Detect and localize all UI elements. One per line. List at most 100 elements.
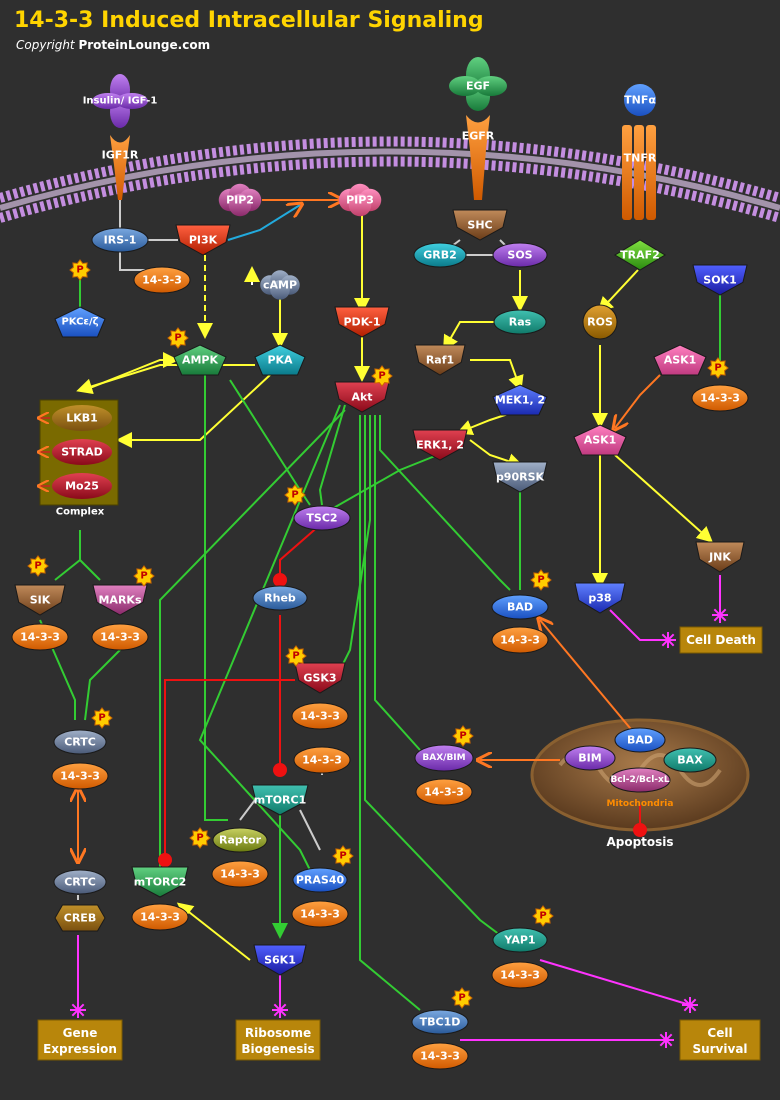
tnfr-label: TNFR — [624, 152, 657, 165]
edge-marks-crtc — [84, 649, 121, 721]
node-mek12-label: MEK1, 2 — [495, 394, 545, 407]
node-p38: p38 — [574, 582, 626, 614]
edge-akt-tsc2 — [318, 404, 346, 506]
node-bad: BAD — [491, 594, 549, 620]
edge-traf2-ros — [597, 269, 639, 313]
protein-14-3-3-label: 14-3-3 — [700, 392, 740, 405]
node-gsk3-label: GSK3 — [303, 672, 336, 685]
phospho-badge: P — [707, 357, 729, 379]
apoptosis-label: Apoptosis — [606, 835, 673, 849]
protein-14-3-3-label: 14-3-3 — [424, 786, 464, 799]
node-creb: CREB — [54, 904, 106, 932]
edge-mtorc1-pras40 — [299, 809, 321, 851]
phospho-badge: P — [27, 555, 49, 577]
node-ampk-label: AMPK — [182, 354, 219, 367]
node-bax: BAX — [663, 747, 717, 773]
outcome-cell-death: Cell Death — [679, 626, 763, 654]
node-traf2: TRAF2 — [614, 239, 666, 271]
nodes: Insulin/ IGF-1IGF1REGFEGFRTNFαTNFRIRS-11… — [11, 57, 763, 1070]
edge-p38-death — [609, 609, 660, 641]
tnfa-label: TNFα — [624, 94, 656, 107]
edge-tsc2-rheb — [273, 524, 321, 587]
phospho-badge: P — [69, 259, 91, 281]
edge-ampk-raptor — [204, 375, 228, 821]
mo25-label: Mo25 — [65, 480, 99, 493]
outcome-cell-death-label: Cell Death — [686, 633, 756, 647]
node-bax-bim-label: BAX/BIM — [422, 753, 465, 763]
copyright-prefix: Copyright — [16, 38, 75, 52]
edge-ras-raf1 — [443, 321, 496, 352]
node-ras-label: Ras — [509, 316, 532, 329]
node-yap1: YAP1 — [492, 927, 548, 953]
ribo-star — [272, 1002, 288, 1018]
node-p90rsk: p90RSK — [492, 461, 548, 493]
node-grb2: GRB2 — [413, 242, 467, 268]
phospho-label: P — [459, 731, 466, 742]
node-sok1: SOK1 — [692, 264, 748, 296]
phospho-badge: P — [133, 565, 155, 587]
edge-ask1-ask1 — [615, 374, 661, 428]
node-bad-label: BAD — [507, 601, 533, 614]
outcome-ribosome-biogenesis-line1: Ribosome — [245, 1026, 311, 1040]
protein-14-3-3-label: 14-3-3 — [100, 631, 140, 644]
node-ampk: AMPK — [173, 344, 227, 376]
node-tbc1d: TBC1D — [411, 1009, 469, 1035]
node-sos: SOS — [492, 242, 548, 268]
node-mtorc1-label: mTORC1 — [254, 794, 307, 807]
phospho-label: P — [539, 911, 546, 922]
igf1r-label: IGF1R — [102, 149, 139, 162]
node-pka: PKA — [254, 344, 306, 376]
node-ros-label: ROS — [587, 316, 613, 329]
phospho-badge: P — [167, 327, 189, 349]
phospho-label: P — [174, 333, 181, 344]
edge-bad-translocation — [540, 620, 641, 741]
phospho-badge: P — [530, 569, 552, 591]
node-shc-label: SHC — [467, 219, 492, 232]
edge-gsk3-mtorc2 — [158, 679, 295, 867]
protein-14-3-3-label: 14-3-3 — [420, 1050, 460, 1063]
protein-14-3-3-label: 14-3-3 — [302, 754, 342, 767]
node-pka-label: PKA — [267, 354, 293, 367]
outcome-ribosome-biogenesis-line2: Biogenesis — [241, 1042, 314, 1056]
insulin-ligand: Insulin/ IGF-1 — [83, 74, 158, 128]
protein-14-3-3-label: 14-3-3 — [500, 969, 540, 982]
phospho-label: P — [714, 363, 721, 374]
edge-pka-strad — [116, 374, 271, 448]
node-erk12: ERK1, 2 — [412, 429, 468, 461]
node-pip2-label: PIP2 — [226, 194, 254, 207]
node-sik: SIK — [14, 584, 66, 616]
node-sok1-label: SOK1 — [703, 274, 736, 287]
phospho-badge: P — [451, 987, 473, 1009]
node-p90rsk-label: p90RSK — [496, 471, 545, 484]
phospho-badge: P — [452, 725, 474, 747]
irs1-14-3-3: 14-3-3 — [133, 266, 191, 294]
phospho-badge: P — [532, 905, 554, 927]
igf1r-receptor: IGF1R — [102, 135, 139, 200]
tnfa-ligand: TNFα — [624, 84, 656, 116]
node-bim: BIM — [564, 745, 616, 771]
yap1-14-3-3: 14-3-3 — [491, 961, 549, 989]
node-raptor-label: Raptor — [219, 834, 262, 847]
phospho-label: P — [196, 833, 203, 844]
node-ask1: ASK1 — [573, 424, 627, 456]
insulin-ligand-label: Insulin/ IGF-1 — [83, 96, 158, 107]
outcome-gene-expression-line1: Gene — [63, 1026, 98, 1040]
node-s6k1-label: S6K1 — [264, 954, 296, 967]
phospho-badge: P — [332, 845, 354, 867]
edge-complex-sik — [54, 530, 81, 581]
page-title: 14-3-3 Induced Intracellular Signaling — [14, 8, 484, 33]
pras40-14-3-3: 14-3-3 — [291, 900, 349, 928]
mtorc2-14-3-3: 14-3-3 — [131, 903, 189, 931]
node-bad-mito: BAD — [614, 727, 666, 753]
node-raf1-label: Raf1 — [426, 354, 454, 367]
edge-complex-ampk — [76, 364, 255, 395]
node-ros: ROS — [582, 304, 618, 340]
phospho-label: P — [537, 575, 544, 586]
node-ras: Ras — [493, 309, 547, 335]
phospho-badge: P — [189, 827, 211, 849]
node-sik-label: SIK — [30, 594, 51, 607]
phospho-label: P — [292, 651, 299, 662]
node-ask1-top: ASK1 — [653, 344, 707, 376]
